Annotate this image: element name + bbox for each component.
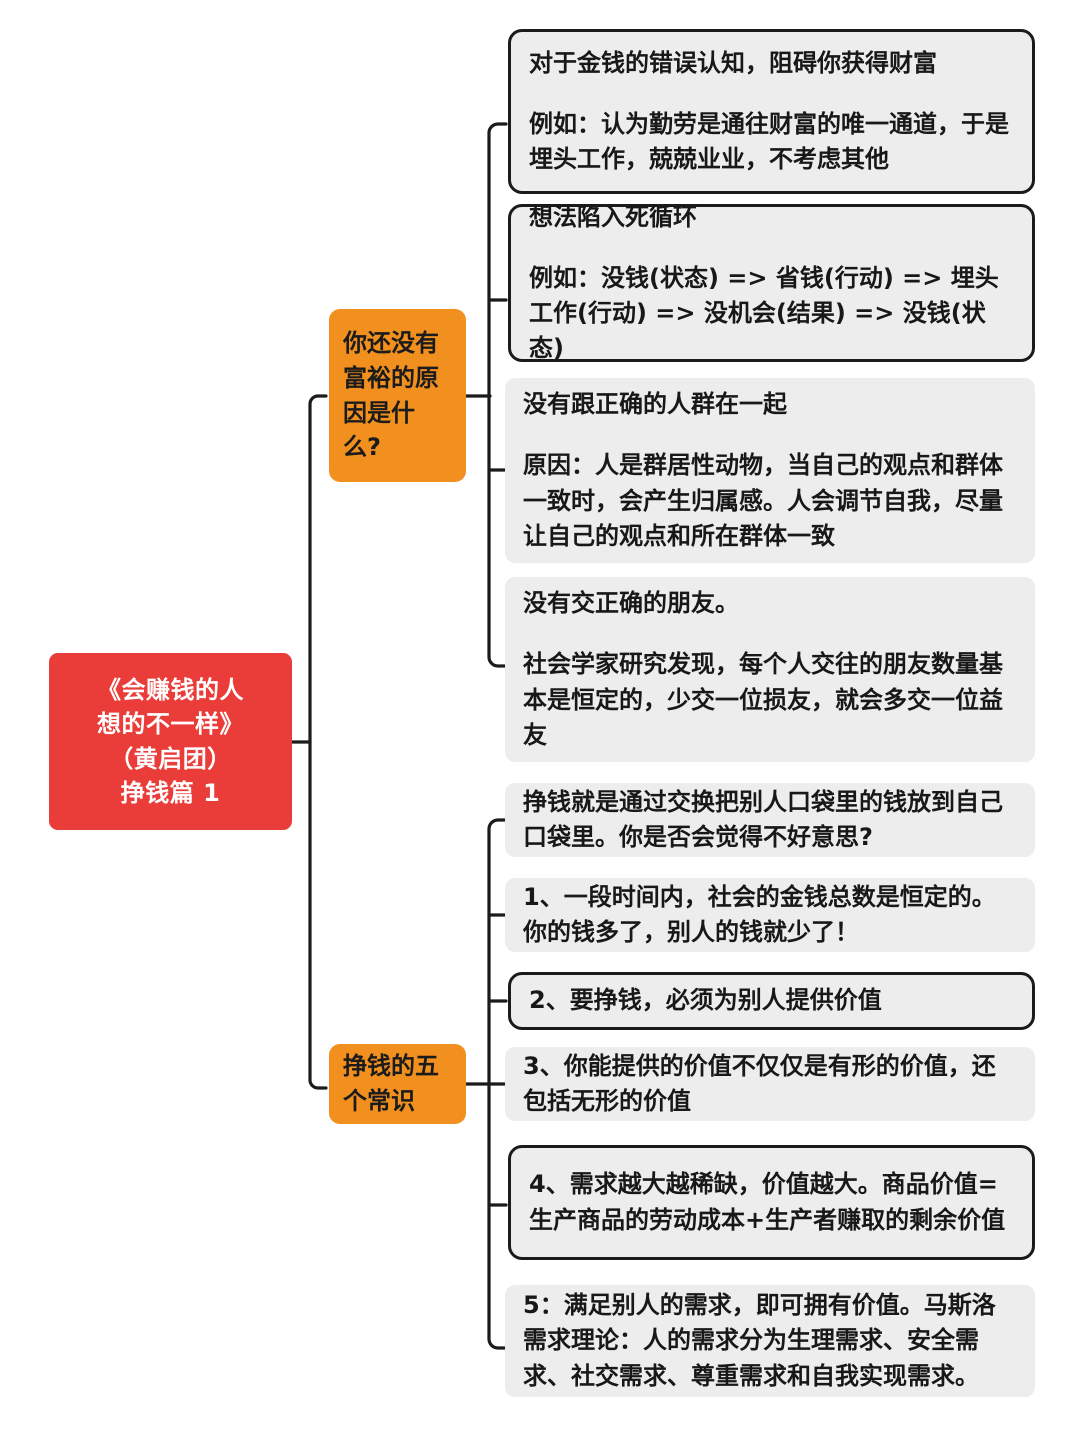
card-dead-loop-thinking[interactable]: 想法陷入死循环 例如：没钱(状态) => 省钱(行动) => 埋头工作(行动) …	[508, 203, 1035, 362]
card-paragraph: 4、需求越大越稀缺，价值越大。商品价值=生产商品的劳动成本+生产者赚取的剩余价值	[529, 1170, 1006, 1234]
card-intangible-value[interactable]: 3、你能提供的价值不仅仅是有形的价值，还包括无形的价值	[505, 1047, 1035, 1121]
card-wrong-money-beliefs[interactable]: 对于金钱的错误认知，阻碍你获得财富 例如：认为勤劳是通往财富的唯一通道，于是埋头…	[508, 29, 1035, 194]
card-wrong-friends[interactable]: 没有交正确的朋友。 社会学家研究发现，每个人交往的朋友数量基本是恒定的，少交一位…	[505, 577, 1035, 762]
card-paragraph: 5：满足别人的需求，即可拥有价值。马斯洛需求理论：人的需求分为生理需求、安全需求…	[523, 1291, 996, 1390]
root-node[interactable]: 《会赚钱的人 想的不一样》 （黄启团） 挣钱篇 1	[49, 653, 292, 830]
card-paragraph: 社会学家研究发现，每个人交往的朋友数量基本是恒定的，少交一位损友，就会多交一位益…	[523, 650, 1003, 749]
card-paragraph: 挣钱就是通过交换把别人口袋里的钱放到自己口袋里。你是否会觉得不好意思?	[523, 787, 1003, 851]
card-demand-scarcity-value[interactable]: 4、需求越大越稀缺，价值越大。商品价值=生产商品的劳动成本+生产者赚取的剩余价值	[508, 1145, 1035, 1260]
root-node-label: 《会赚钱的人 想的不一样》 （黄启团） 挣钱篇 1	[97, 673, 244, 809]
root-line-1: 《会赚钱的人	[97, 676, 244, 705]
branch-node-five-common-senses[interactable]: 挣钱的五个常识	[329, 1044, 466, 1124]
card-exchange-definition[interactable]: 挣钱就是通过交换把别人口袋里的钱放到自己口袋里。你是否会觉得不好意思?	[505, 783, 1035, 857]
card-paragraph: 例如：认为勤劳是通往财富的唯一通道，于是埋头工作，兢兢业业，不考虑其他	[529, 109, 1009, 174]
root-line-2: 想的不一样》	[97, 710, 244, 739]
card-provide-value[interactable]: 2、要挣钱，必须为别人提供价值	[508, 972, 1035, 1030]
card-paragraph: 没有跟正确的人群在一起	[523, 390, 787, 419]
card-paragraph: 没有交正确的朋友。	[523, 589, 739, 618]
card-paragraph: 3、你能提供的价值不仅仅是有形的价值，还包括无形的价值	[523, 1051, 996, 1115]
branch-node-reasons-not-wealthy[interactable]: 你还没有富裕的原因是什么?	[329, 309, 466, 482]
root-line-4: 挣钱篇 1	[120, 778, 221, 807]
card-paragraph: 原因：人是群居性动物，当自己的观点和群体一致时，会产生归属感。人会调节自我，尽量…	[523, 451, 1003, 550]
card-maslow-needs[interactable]: 5：满足别人的需求，即可拥有价值。马斯洛需求理论：人的需求分为生理需求、安全需求…	[505, 1285, 1035, 1397]
card-paragraph: 对于金钱的错误认知，阻碍你获得财富	[529, 48, 937, 77]
card-paragraph: 2、要挣钱，必须为别人提供价值	[529, 986, 882, 1015]
card-paragraph: 1、一段时间内，社会的金钱总数是恒定的。你的钱多了，别人的钱就少了！	[523, 882, 996, 946]
card-paragraph: 例如：没钱(状态) => 省钱(行动) => 埋头工作(行动) => 没机会(结…	[529, 263, 999, 363]
card-paragraph: 想法陷入死循环	[529, 202, 697, 231]
branch-node-label: 挣钱的五个常识	[343, 1052, 439, 1115]
branch-node-label: 你还没有富裕的原因是什么?	[343, 329, 439, 462]
card-money-total-constant[interactable]: 1、一段时间内，社会的金钱总数是恒定的。你的钱多了，别人的钱就少了！	[505, 878, 1035, 952]
card-wrong-crowd[interactable]: 没有跟正确的人群在一起 原因：人是群居性动物，当自己的观点和群体一致时，会产生归…	[505, 378, 1035, 563]
root-line-3: （黄启团）	[109, 744, 232, 773]
